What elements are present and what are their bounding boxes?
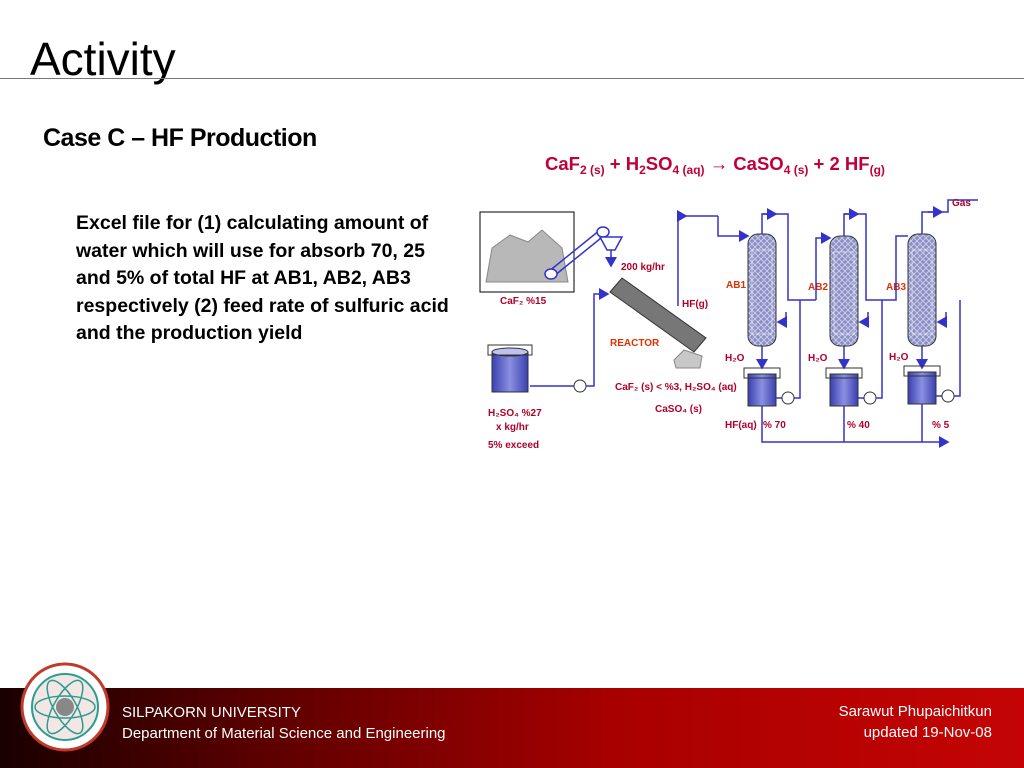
caf2-feed-box	[479, 211, 575, 293]
gas-outlet-label: Gas	[952, 198, 971, 209]
h2so4-tank	[487, 344, 533, 393]
h2o-label-2: H₂O	[808, 353, 828, 364]
residue-label-1: CaF₂ (s) < %3, H₂SO₄ (aq)	[615, 382, 737, 393]
absorber-column-3	[907, 233, 937, 347]
reaction-equation: CaF2 (s) + H2SO4 (aq) → CaSO4 (s) + 2 HF…	[545, 153, 885, 177]
slide-title: Activity	[30, 33, 176, 85]
reactor-label: REACTOR	[610, 338, 660, 349]
h2o-label-3: H₂O	[889, 352, 909, 363]
activity-description: Excel file for (1) calculating amount of…	[76, 212, 449, 344]
ab2-label: AB2	[808, 282, 828, 293]
residue-label-2: CaSO₄ (s)	[655, 404, 702, 415]
h2o-label-1: H₂O	[725, 353, 745, 364]
absorber-column-2	[829, 235, 859, 347]
title-divider	[0, 78, 1024, 79]
pump-icon-3	[941, 389, 955, 403]
percent-ab1: % 70	[763, 420, 786, 431]
university-name: SILPAKORN UNIVERSITY	[122, 704, 301, 721]
updated-date: updated 19-Nov-08	[863, 724, 992, 741]
department-name: Department of Material Science and Engin…	[122, 725, 446, 742]
author-name: Sarawut Phupaichitkun	[838, 703, 992, 720]
process-flow-diagram: CaF₂ %15 200 kg/hr REACTOR HF(g) H₂SO₄ %…	[479, 198, 978, 451]
receiver-tank-1	[743, 367, 781, 407]
h2so4-label-3: 5% exceed	[488, 440, 539, 451]
rotary-reactor	[609, 277, 707, 369]
h2so4-label-2: x kg/hr	[496, 422, 529, 433]
receiver-tank-2	[825, 367, 863, 407]
caf2-label: CaF₂ %15	[500, 296, 547, 307]
hf-gas-label: HF(g)	[682, 299, 708, 310]
percent-ab3: % 5	[932, 420, 950, 431]
acid-pump-icon	[573, 379, 587, 393]
ab1-label: AB1	[726, 280, 746, 291]
university-seal-logo	[20, 662, 110, 752]
conveyor	[544, 226, 610, 280]
feed-rate-label: 200 kg/hr	[621, 262, 665, 273]
footer-bar	[0, 688, 1024, 768]
pump-icon-1	[781, 391, 795, 405]
h2so4-label-1: H₂SO₄ %27	[488, 408, 542, 419]
percent-ab2: % 40	[847, 420, 870, 431]
pump-icon-2	[863, 391, 877, 405]
receiver-tank-3	[903, 365, 941, 405]
hf-aq-label: HF(aq)	[725, 420, 757, 431]
absorber-column-1	[747, 233, 777, 347]
slide-subtitle: Case C – HF Production	[43, 124, 317, 152]
hopper-icon	[598, 236, 624, 268]
